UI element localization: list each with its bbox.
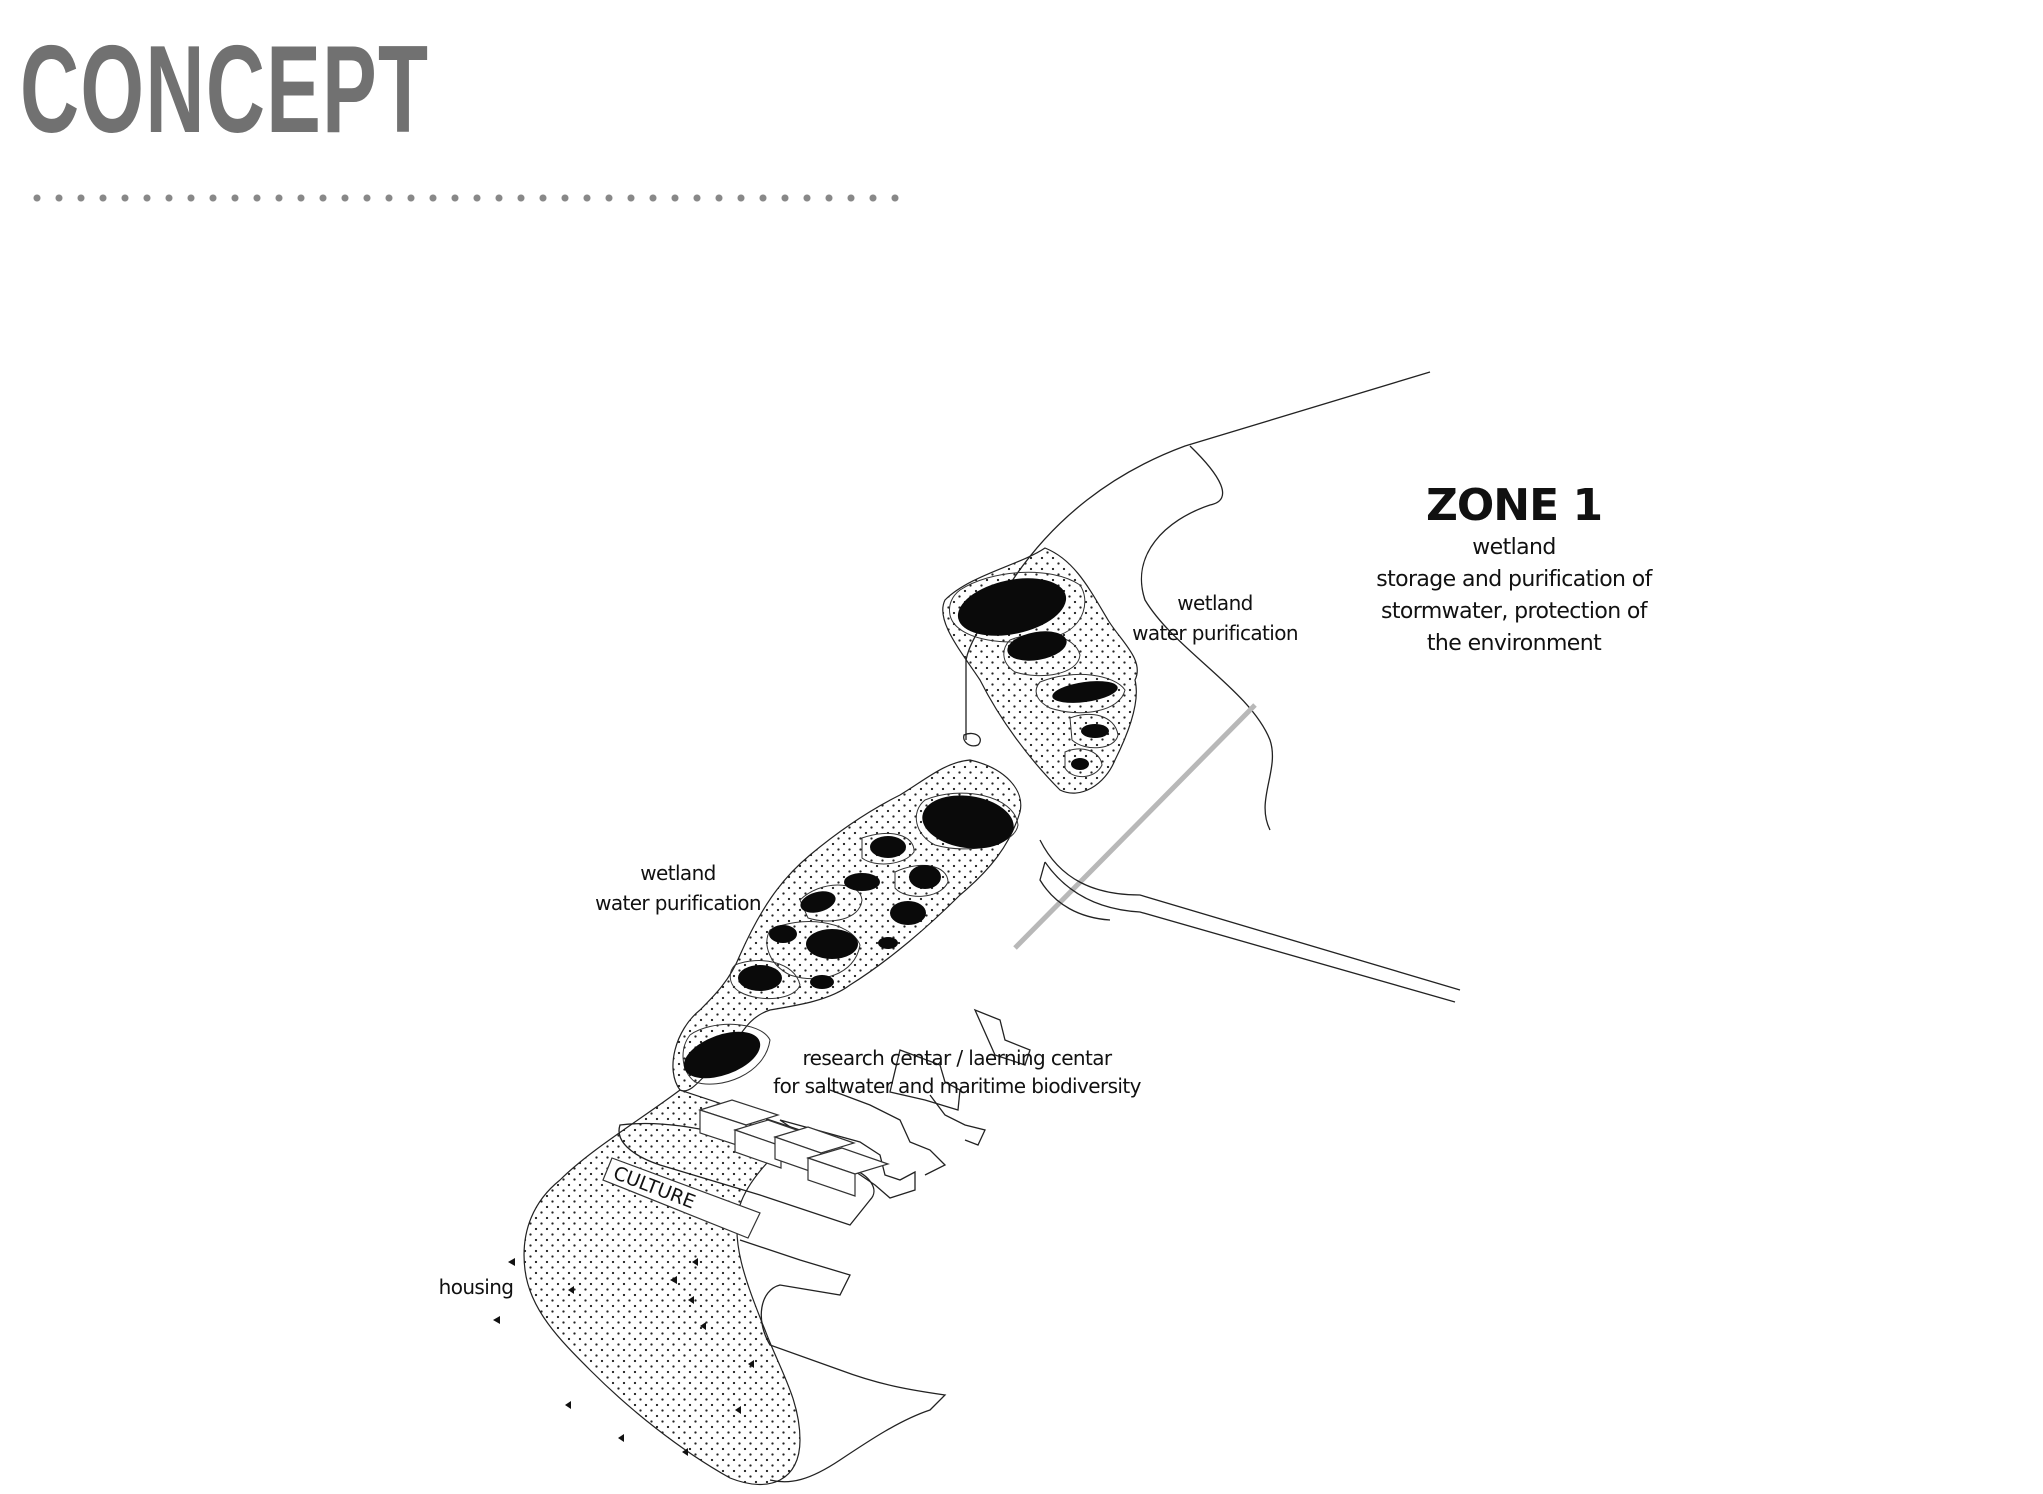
pond-south-3 <box>909 865 941 889</box>
page-title: CONCEPT <box>20 21 430 159</box>
wetland-south-contour-3 <box>894 864 949 897</box>
pier-research-5 <box>929 1094 986 1146</box>
research-building-2-face <box>734 1129 782 1169</box>
wetland-south-contour-2 <box>861 832 915 865</box>
pond-south-6 <box>890 901 926 925</box>
research-building-4-face <box>807 1157 856 1197</box>
pond-north-5 <box>1071 758 1089 770</box>
pond-south-5 <box>800 891 836 913</box>
pond-south-12 <box>683 1031 761 1079</box>
pond-south-4 <box>844 873 880 891</box>
pond-north-1 <box>957 578 1067 636</box>
wetland-south-contour-6 <box>729 960 801 1000</box>
title-divider <box>26 191 906 205</box>
pond-north-4 <box>1081 724 1109 738</box>
pond-south-9 <box>878 937 898 949</box>
wetland-north-contour-3 <box>1035 673 1126 714</box>
pond-north-2 <box>1007 631 1067 661</box>
coastal-dotted-band <box>523 1089 802 1486</box>
pond-south-2 <box>870 836 906 858</box>
pond-south-1 <box>922 795 1014 849</box>
culture-box <box>602 1157 761 1239</box>
zone-desc-2: storage and purification of <box>1376 567 1653 592</box>
wetland-north-label-1: wetland <box>1177 591 1253 615</box>
pond-south-11 <box>810 975 834 989</box>
zone-desc-1: wetland <box>1472 535 1555 560</box>
wetland-south-label-2: water purification <box>595 891 761 915</box>
wetland-north-contour-4 <box>1069 713 1119 749</box>
zone-desc-4: the environment <box>1427 631 1602 656</box>
pier-research-1 <box>889 1049 961 1111</box>
wetland-south-label-1: wetland <box>640 861 716 885</box>
research-label-2: for saltwater and maritime biodiversity <box>773 1074 1141 1098</box>
pier-research-4 <box>829 1089 947 1176</box>
zone-desc-3: stormwater, protection of <box>1381 599 1649 624</box>
pier-research-2 <box>973 1008 1031 1066</box>
wetland-south-contour-4 <box>799 884 863 922</box>
island-small <box>963 732 981 747</box>
pond-south-7 <box>769 925 797 943</box>
wetland-south-contour-5 <box>766 921 861 980</box>
site-boundary-inner <box>1140 445 1274 831</box>
pond-north-3 <box>1052 681 1118 703</box>
road-diagonal <box>1013 703 1257 950</box>
zone-title: ZONE 1 <box>1426 480 1602 531</box>
pond-south-8 <box>806 929 858 959</box>
road-branch <box>1039 861 1111 921</box>
pier-lower <box>739 1239 947 1483</box>
housing-label: housing <box>439 1275 514 1299</box>
wetland-south-area <box>672 759 1022 1092</box>
road-main-a <box>1039 839 1461 991</box>
housing-markers <box>493 1258 754 1456</box>
research-label-1: research centar / laerning centar <box>802 1046 1112 1070</box>
pond-south-10 <box>738 965 782 991</box>
pier-research-3 <box>779 1119 916 1199</box>
wetland-north-label-2: water purification <box>1132 621 1298 645</box>
road-main-b <box>1044 861 1456 1003</box>
wetland-north-contour-5 <box>1064 748 1103 778</box>
